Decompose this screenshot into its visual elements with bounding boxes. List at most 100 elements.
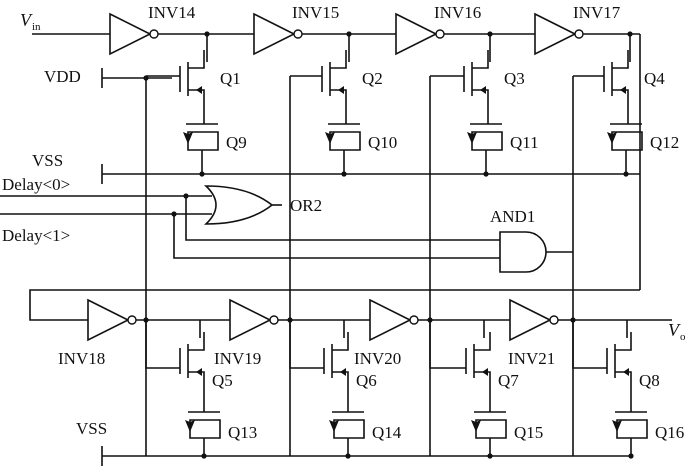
- vss-top-label: VSS: [32, 151, 63, 170]
- nmos-label: Q12: [650, 133, 679, 152]
- delay0-label: Delay<0>: [2, 175, 70, 194]
- nmos-label: Q13: [228, 423, 257, 442]
- inverter-inv19: [229, 298, 279, 342]
- pmos-q5: [179, 332, 205, 388]
- source-lead: [188, 89, 205, 106]
- and-input-2: [173, 214, 500, 259]
- and1-label: AND1: [490, 207, 535, 226]
- drain-lead: [612, 50, 629, 69]
- device-body: [616, 419, 648, 439]
- drain-lead: [474, 332, 491, 351]
- pmos-q2: [321, 50, 347, 106]
- inverter-label: INV19: [214, 349, 261, 368]
- device-arrow: [471, 420, 481, 432]
- inverter-bubble: [269, 315, 279, 325]
- nmos-label: Q9: [226, 133, 247, 152]
- nmos-label: Q15: [514, 423, 543, 442]
- inverter-bubble: [127, 315, 137, 325]
- nmos-q16: [612, 411, 648, 439]
- device-arrow: [329, 420, 339, 432]
- pmos-label: Q1: [220, 69, 241, 88]
- nmos-label: Q11: [510, 133, 539, 152]
- inverter-inv18: [87, 298, 137, 342]
- drain-lead: [188, 50, 205, 69]
- inverter-label: INV20: [354, 349, 401, 368]
- pmos-label: Q4: [644, 69, 665, 88]
- vin-label-sub: in: [32, 21, 41, 33]
- device-body: [475, 419, 507, 439]
- pmos-q7: [465, 332, 491, 388]
- inverter-inv16: [395, 12, 445, 56]
- and1-body: [499, 231, 547, 273]
- and-input-1: [185, 196, 500, 241]
- source-arrow: [620, 86, 626, 94]
- or2-body: [203, 185, 274, 225]
- pmos-q1: [179, 50, 205, 106]
- inverter-body: [369, 298, 412, 342]
- feedback-loop-wire: [29, 289, 640, 321]
- source-arrow: [196, 86, 202, 94]
- or2-gate: OR2: [203, 185, 322, 225]
- inverter-body: [87, 298, 130, 342]
- source-lead: [332, 371, 349, 388]
- pmos-q3: [463, 50, 489, 106]
- gate-feed-wire: [289, 320, 324, 369]
- nmos-label: Q10: [368, 133, 397, 152]
- source-arrow: [482, 368, 488, 376]
- drain-lead: [188, 332, 205, 351]
- device-body: [329, 131, 361, 151]
- pmos-label: Q8: [639, 371, 660, 390]
- nmos-q14: [329, 411, 365, 439]
- device-arrow: [467, 132, 477, 144]
- inverter-body: [253, 12, 296, 56]
- inverter-body: [509, 298, 552, 342]
- inverter-inv15: [253, 12, 303, 56]
- inverter-inv17: [534, 12, 584, 56]
- gate-feed-wire: [145, 320, 180, 369]
- and1-gate: AND1: [490, 207, 573, 273]
- inverter-bubble: [435, 29, 445, 39]
- inverter-label: INV14: [148, 3, 196, 22]
- pmos-q6: [323, 332, 349, 388]
- source-arrow: [196, 368, 202, 376]
- delay1-label: Delay<1>: [2, 226, 70, 245]
- inverter-bubble: [409, 315, 419, 325]
- nmos-q11: [467, 123, 503, 151]
- inverter-body: [395, 12, 438, 56]
- vdd-rail: VDD: [44, 67, 172, 88]
- inverter-inv14: [109, 12, 159, 56]
- vss-bottom-rail: VSS: [76, 419, 632, 466]
- nmos-q9: [183, 123, 219, 151]
- vss-bottom-label: VSS: [76, 419, 107, 438]
- inverter-bubble: [574, 29, 584, 39]
- inverter-body: [109, 12, 152, 56]
- inverter-label: INV16: [434, 3, 481, 22]
- source-lead: [188, 371, 205, 388]
- pmos-label: Q7: [498, 371, 519, 390]
- vo-label-sub: o: [680, 331, 686, 343]
- source-arrow: [338, 86, 344, 94]
- drain-lead: [332, 332, 349, 351]
- inverter-label: INV18: [58, 349, 105, 368]
- gate-feed-wire: [572, 320, 607, 369]
- pmos-label: Q5: [212, 371, 233, 390]
- inverter-body: [534, 12, 577, 56]
- drain-lead: [472, 50, 489, 69]
- pmos-q8: [606, 332, 632, 388]
- source-arrow: [623, 368, 629, 376]
- inverter-bubble: [549, 315, 559, 325]
- source-lead: [330, 89, 347, 106]
- source-arrow: [480, 86, 486, 94]
- device-body: [333, 419, 365, 439]
- vo-label-main: V: [668, 320, 681, 340]
- nmos-q15: [471, 411, 507, 439]
- device-body: [611, 131, 643, 151]
